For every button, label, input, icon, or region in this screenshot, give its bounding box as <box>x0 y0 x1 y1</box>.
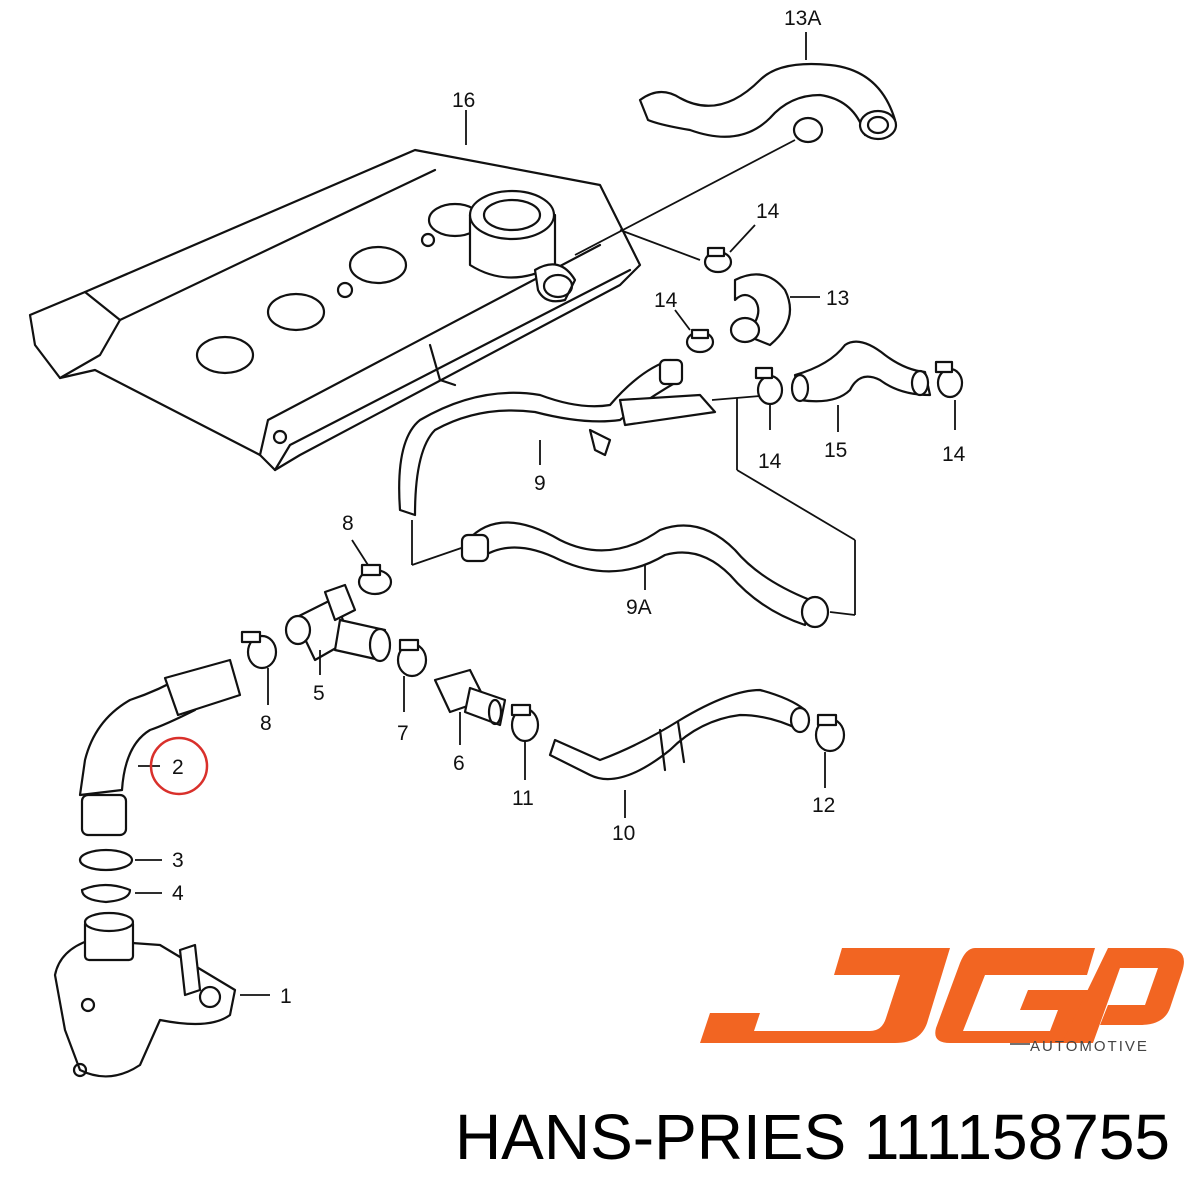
callout-6: 6 <box>453 752 465 775</box>
callout-3: 3 <box>172 849 184 872</box>
valve-cover <box>28 110 642 472</box>
callout-12: 12 <box>812 794 835 817</box>
clamp-14c <box>754 366 784 430</box>
part-6 <box>433 668 507 745</box>
clamp-7 <box>396 638 428 712</box>
connector-5 <box>284 583 392 675</box>
part-number-caption: HANS-PRIES 111158755 <box>454 1101 1170 1173</box>
callout-14-mid: 14 <box>758 450 782 473</box>
callout-1: 1 <box>280 985 292 1008</box>
hose-2 <box>78 658 242 837</box>
callout-13: 13 <box>826 287 849 310</box>
callout-9a: 9A <box>626 596 652 619</box>
callout-10: 10 <box>612 822 635 845</box>
callout-14-left: 14 <box>654 289 678 312</box>
callout-15: 15 <box>824 439 847 462</box>
logo-letter-g <box>935 948 1095 1043</box>
hose-10 <box>548 688 811 818</box>
hose-13a <box>574 32 898 256</box>
hose-15 <box>790 340 932 432</box>
clamp-14a <box>703 224 756 274</box>
jgp-logo: AUTOMOTIVE <box>700 948 1184 1055</box>
logo-letter-p <box>1062 948 1184 1043</box>
callout-4: 4 <box>172 882 184 905</box>
highlight-circle <box>149 736 209 796</box>
callout-2: 2 <box>172 756 184 779</box>
clamp-8b <box>240 630 278 705</box>
callout-13a: 13A <box>784 7 821 30</box>
callout-16: 16 <box>452 89 475 112</box>
clamp-8a <box>351 539 393 596</box>
housing-1 <box>53 911 270 1078</box>
callout-8-bottom: 8 <box>260 712 272 735</box>
hose-9a <box>460 521 856 629</box>
clamp-14b <box>674 309 715 354</box>
clamp-12 <box>814 713 846 788</box>
callout-7: 7 <box>397 722 409 745</box>
callout-14-right: 14 <box>942 443 966 466</box>
clamp-11 <box>510 703 540 780</box>
callout-9: 9 <box>534 472 546 495</box>
logo-subtitle: AUTOMOTIVE <box>1030 1038 1149 1055</box>
circlip-4 <box>80 883 162 904</box>
callout-11: 11 <box>512 787 534 810</box>
callout-8-top: 8 <box>342 512 354 535</box>
hose-13 <box>619 229 820 347</box>
o-ring-3 <box>78 848 162 872</box>
callout-5: 5 <box>313 682 325 705</box>
clamp-14d <box>934 360 964 430</box>
hose-9 <box>398 358 856 615</box>
callout-14-top: 14 <box>756 200 780 223</box>
logo-letter-j <box>700 948 950 1043</box>
